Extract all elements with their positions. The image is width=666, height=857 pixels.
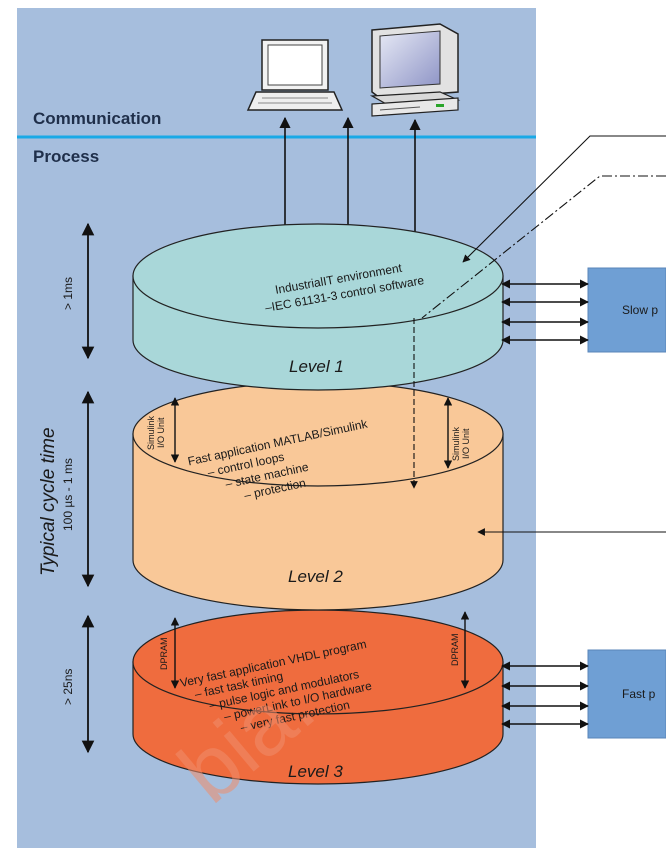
level-1-io-arrows [501,279,589,345]
callout-solid-line [462,135,666,263]
cycle-label-level-3: > 25ns [61,669,75,705]
level-2-right-tag-line-2: I/O Unit [461,428,471,459]
cycle-label-level-1: > 1ms [61,277,75,310]
slow-process-box [587,267,666,353]
fast-process-label: Fast p [622,687,656,701]
cycle-label-level-2: 100 µs - 1 ms [61,458,75,531]
level-2-disc [132,381,504,611]
fast-process-box [587,649,666,739]
cycle-time-title: Typical cycle time [38,427,59,576]
communication-header: Communication [33,109,161,128]
level-2-right-tag-line-1: Simulink [451,426,461,461]
level-3-label: Level 3 [288,762,343,781]
level-2-left-tag-line-2: I/O Unit [156,417,166,448]
slow-process-label: Slow p [622,303,658,317]
process-header: Process [33,147,99,166]
level-3-right-tag: DPRAM [450,633,460,666]
level-3-left-tag: DPRAM [159,637,169,670]
desktop-computer-icon [369,23,461,117]
level-1-disc [132,223,504,391]
level-3-io-arrows [501,661,589,729]
laptop-icon [246,39,344,111]
level-2-label: Level 2 [288,567,343,586]
level-2-left-tag-line-1: Simulink [146,415,156,450]
level-1-label: Level 1 [289,357,344,376]
callout-dashdot-line [421,175,666,319]
level-3-disc [132,609,504,785]
